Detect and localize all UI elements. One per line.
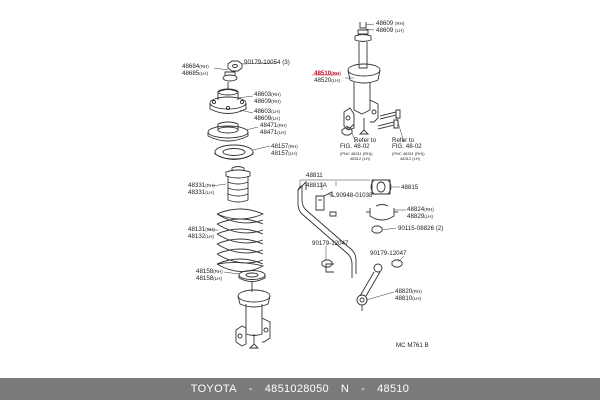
label-48331-lh: 48331(LH) [188, 189, 214, 196]
label-48824: 48824(RH) [407, 206, 434, 213]
label-48603-lh: 48603(LH) [254, 108, 280, 115]
washer-drawing [222, 74, 238, 82]
label-48131: 48131(RH) [188, 226, 215, 233]
stabilizer-link-drawing [356, 263, 383, 311]
label-48829: 48829(LH) [407, 213, 433, 220]
nut-90179-b-drawing [391, 259, 403, 268]
label-refer-b-pnc1: (PNC 48311 (RH)) [392, 151, 425, 156]
label-48510-highlight[interactable]: 48510(RH) [314, 70, 341, 77]
caption-pnc: 48510 [377, 383, 410, 395]
bolt-90115-drawing [371, 225, 383, 234]
label-refer-a-pnc2: 48312 (LH) [350, 156, 371, 161]
label-90179-12047-b: 90179-12047 [370, 250, 407, 257]
label-90115-08826: 90115-08826 (2) [398, 225, 444, 232]
nut-90179-a-drawing [321, 259, 333, 268]
label-48132: 48132(LH) [188, 233, 214, 240]
label-48811: 48811 [306, 172, 323, 179]
caption-sep-2: N [340, 383, 350, 395]
label-48603-rh: 48603(RH) [254, 91, 281, 98]
label-48685: 48685(LH) [182, 70, 208, 77]
label-refer-b-fig: FIG. 48-02 [392, 143, 422, 150]
label-48684: 48684(RH) [182, 63, 209, 70]
bump-stopper-drawing [225, 166, 251, 203]
spring-seat-drawing [207, 121, 249, 142]
caption-brand: TOYOTA [190, 383, 237, 395]
top-nut-drawing [227, 60, 243, 72]
label-mc-code: MC M761 B [396, 342, 429, 349]
label-refer-b: Refer to [392, 137, 415, 144]
label-refer-a-pnc1: (PNC 48311 (RH)) [340, 151, 373, 156]
label-48158-lh: 48158(LH) [196, 275, 222, 282]
label-48157-lh: 48157(LH) [271, 150, 297, 157]
upper-mount-drawing [209, 82, 247, 114]
caption-sep-1: - [248, 383, 253, 395]
label-48520: 48520(LH) [314, 77, 340, 84]
right-strut-drawing [343, 22, 401, 135]
label-90179-12047-a: 90179-12047 [312, 240, 349, 247]
lower-insulator-drawing [238, 270, 266, 282]
caption-sep-3: - [361, 383, 366, 395]
label-48471-rh: 48471(RH) [260, 122, 287, 129]
label-48157-rh: 48157(RH) [271, 143, 298, 150]
label-48471-lh: 48471(LH) [260, 129, 286, 136]
label-48609-b: 48609(RH) [254, 98, 281, 105]
label-refer-a-fig: FIG. 48-02 [340, 143, 370, 150]
insulator-drawing [214, 144, 254, 160]
label-48609-rh: 48609 (RH) [376, 20, 405, 27]
label-refer-b-pnc2: 48312 (LH) [400, 156, 421, 161]
label-48158-rh: 48158(RH) [196, 268, 223, 275]
label-48820: 48820(RH) [395, 288, 422, 295]
label-48609-c: 48609(LH) [254, 115, 280, 122]
label-48331-rh: 48331(RH) [188, 182, 215, 189]
label-48815: 48815 [401, 184, 419, 191]
label-48810: 48810(LH) [395, 295, 421, 302]
label-48811a: 48811A [306, 182, 327, 189]
stabilizer-clamp-drawing [315, 191, 337, 217]
label-90948-01038: 90948-01038 [336, 192, 373, 199]
caption-part-number: 4851028050 [264, 383, 329, 395]
label-48609-lh: 48609 (LH) [376, 27, 404, 34]
coil-spring-drawing [216, 208, 265, 272]
label-refer-a: Refer to [354, 137, 377, 144]
bushing-drawing [370, 179, 392, 195]
stabilizer-bar-drawing [297, 180, 357, 278]
label-90179-10054: 90179-10054 (3) [244, 59, 290, 66]
bracket-drawing [366, 204, 398, 221]
lower-strut-drawing [235, 282, 271, 349]
